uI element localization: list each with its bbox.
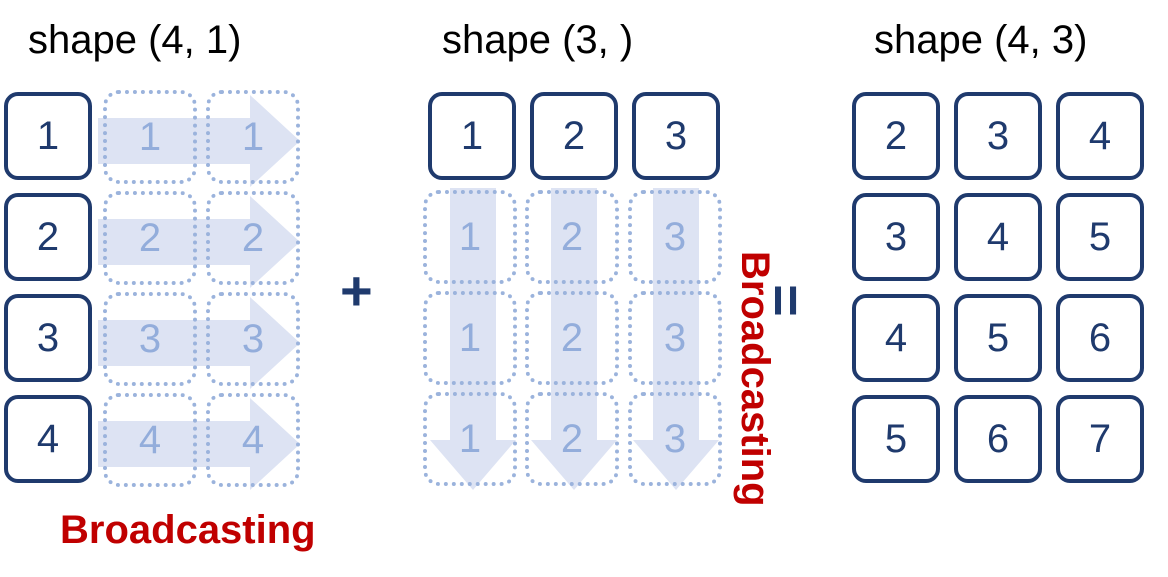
middle-ghost-cell xyxy=(628,190,722,284)
middle-cell: 2 xyxy=(530,92,618,180)
cell-value: 2 xyxy=(884,113,908,158)
result-shape-title: shape (4, 3) xyxy=(874,18,1088,62)
left-ghost-value: 4 xyxy=(138,417,162,462)
middle-ghost-value: 3 xyxy=(663,214,687,259)
cell-value: 4 xyxy=(36,416,60,461)
left-cell: 4 xyxy=(4,395,92,483)
cell-value: 6 xyxy=(986,416,1010,461)
equals-operator: = xyxy=(754,284,818,317)
result-cell: 2 xyxy=(852,92,940,180)
cell-value: 4 xyxy=(1088,113,1112,158)
middle-ghost-cell xyxy=(423,392,517,486)
middle-ghost-cell xyxy=(525,291,619,385)
middle-ghost-cell xyxy=(525,392,619,486)
left-ghost-cell xyxy=(103,90,197,184)
middle-ghost-cell xyxy=(628,291,722,385)
cell-value: 6 xyxy=(1088,315,1112,360)
cell-value: 5 xyxy=(986,315,1010,360)
left-ghost-value: 4 xyxy=(241,417,265,462)
left-ghost-value: 3 xyxy=(138,316,162,361)
left-ghost-value: 1 xyxy=(138,114,162,159)
left-ghost-cell xyxy=(103,393,197,487)
bottom-broadcasting-label: Broadcasting xyxy=(60,508,316,552)
left-shape-title: shape (4, 1) xyxy=(28,18,242,62)
cell-value: 4 xyxy=(884,315,908,360)
result-cell: 7 xyxy=(1056,395,1144,483)
middle-ghost-cell xyxy=(525,190,619,284)
result-cell: 5 xyxy=(852,395,940,483)
cell-value: 3 xyxy=(664,113,688,158)
result-cell: 6 xyxy=(1056,294,1144,382)
middle-ghost-cell xyxy=(628,392,722,486)
cell-value: 4 xyxy=(986,214,1010,259)
left-ghost-cell xyxy=(103,191,197,285)
result-cell: 4 xyxy=(954,193,1042,281)
middle-ghost-value: 2 xyxy=(560,315,584,360)
middle-cell: 3 xyxy=(632,92,720,180)
cell-value: 2 xyxy=(562,113,586,158)
middle-ghost-cell xyxy=(423,291,517,385)
cell-value: 3 xyxy=(986,113,1010,158)
left-ghost-value: 1 xyxy=(241,114,265,159)
cell-value: 1 xyxy=(36,113,60,158)
vertical-broadcast-arrow xyxy=(430,188,516,490)
horizontal-broadcast-arrow xyxy=(98,297,300,389)
cell-value: 3 xyxy=(36,315,60,360)
left-ghost-cell xyxy=(206,191,300,285)
plus-operator: + xyxy=(340,259,373,322)
middle-ghost-value: 3 xyxy=(663,416,687,461)
left-cell: 2 xyxy=(4,193,92,281)
left-ghost-cell xyxy=(103,292,197,386)
result-cell: 3 xyxy=(954,92,1042,180)
horizontal-broadcast-arrow xyxy=(98,398,300,490)
cell-value: 1 xyxy=(460,113,484,158)
middle-ghost-value: 1 xyxy=(458,416,482,461)
vertical-broadcasting-label: Broadcasting xyxy=(733,251,777,507)
result-cell: 5 xyxy=(954,294,1042,382)
left-cell: 3 xyxy=(4,294,92,382)
middle-ghost-value: 2 xyxy=(560,214,584,259)
vertical-broadcast-arrow xyxy=(531,188,617,490)
cell-value: 5 xyxy=(1088,214,1112,259)
vertical-broadcast-arrow xyxy=(633,188,719,490)
result-cell: 4 xyxy=(1056,92,1144,180)
middle-shape-title: shape (3, ) xyxy=(442,18,634,62)
cell-value: 2 xyxy=(36,214,60,259)
middle-ghost-value: 3 xyxy=(663,315,687,360)
left-ghost-value: 2 xyxy=(241,215,265,260)
left-ghost-value: 3 xyxy=(241,316,265,361)
left-ghost-value: 2 xyxy=(138,215,162,260)
cell-value: 5 xyxy=(884,416,908,461)
middle-ghost-value: 1 xyxy=(458,214,482,259)
middle-ghost-value: 1 xyxy=(458,315,482,360)
result-cell: 4 xyxy=(852,294,940,382)
left-cell: 1 xyxy=(4,92,92,180)
result-cell: 3 xyxy=(852,193,940,281)
cell-value: 7 xyxy=(1088,416,1112,461)
horizontal-broadcast-arrow xyxy=(98,196,300,288)
horizontal-broadcast-arrow xyxy=(98,95,300,187)
middle-ghost-cell xyxy=(423,190,517,284)
left-ghost-cell xyxy=(206,292,300,386)
middle-ghost-value: 2 xyxy=(560,416,584,461)
cell-value: 3 xyxy=(884,214,908,259)
left-ghost-cell xyxy=(206,393,300,487)
result-cell: 5 xyxy=(1056,193,1144,281)
result-cell: 6 xyxy=(954,395,1042,483)
left-ghost-cell xyxy=(206,90,300,184)
middle-cell: 1 xyxy=(428,92,516,180)
